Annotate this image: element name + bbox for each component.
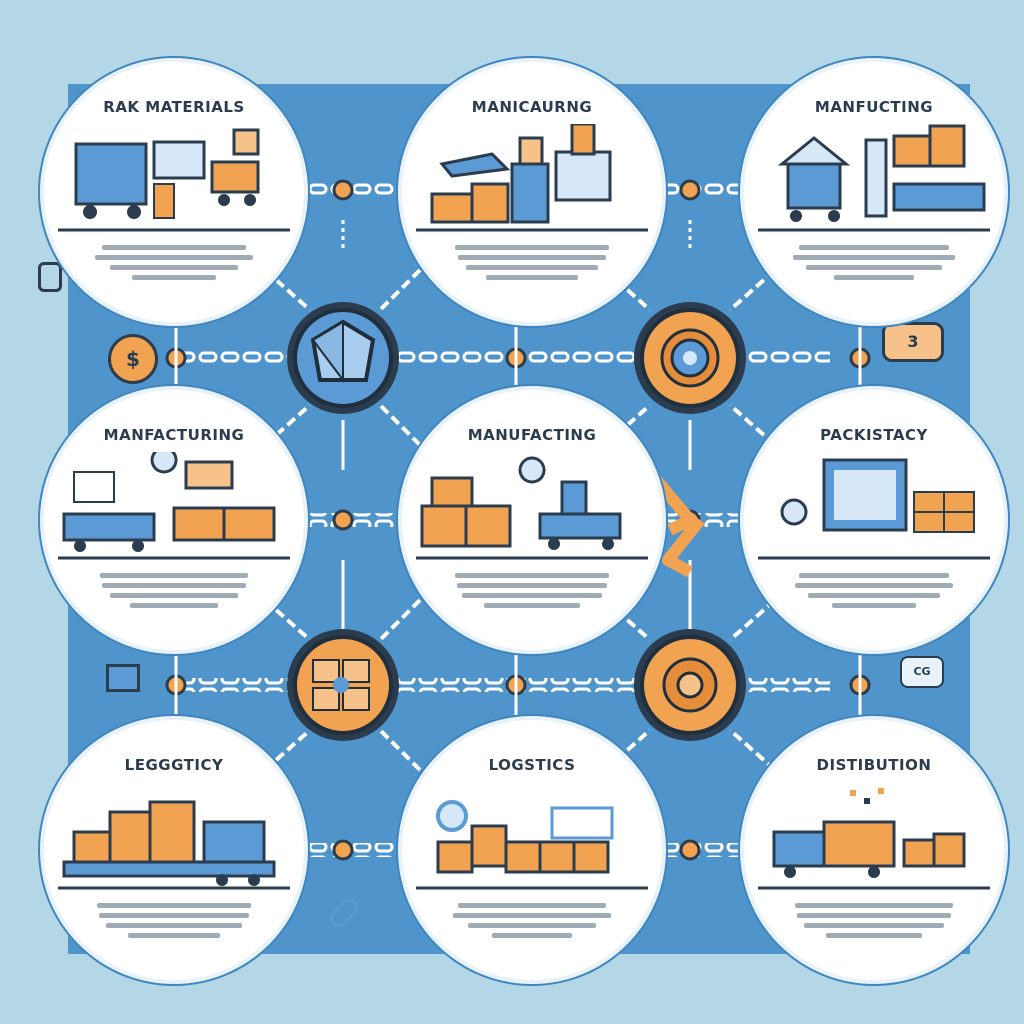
caption-line — [129, 603, 219, 608]
caption-line — [831, 603, 917, 608]
caption-line — [804, 923, 944, 928]
side-tag-icon: CG — [900, 656, 944, 688]
lock-icon — [38, 262, 62, 292]
caption-line — [462, 593, 602, 598]
stage-caption-placeholder — [82, 898, 266, 958]
stage-illustration — [758, 124, 990, 232]
caption-line — [456, 583, 608, 588]
envelope-icon — [106, 664, 140, 692]
stage-caption-placeholder — [82, 568, 266, 628]
stage-title: LEGGGTICY — [124, 756, 224, 774]
stage-caption-placeholder — [782, 568, 966, 628]
caption-line — [796, 913, 952, 918]
stage-card-distibution: DISTIBUTION — [740, 716, 1008, 984]
stage-card-raw-materials: RAK MATERIALS — [40, 58, 308, 326]
side-badge-label: 3 — [907, 332, 919, 351]
side-badge-icon: 3 — [882, 322, 944, 362]
dollar-badge-icon: $ — [108, 334, 158, 384]
stage-illustration — [58, 452, 290, 560]
stage-title: PACKISTACY — [820, 426, 928, 444]
caption-line — [109, 265, 239, 270]
caption-line — [807, 593, 941, 598]
caption-line — [102, 245, 246, 250]
caption-line — [458, 903, 606, 908]
caption-line — [794, 903, 954, 908]
dollar-badge-label: $ — [126, 347, 140, 371]
stage-illustration — [758, 788, 990, 890]
stage-illustration — [416, 800, 648, 890]
caption-line — [458, 255, 606, 260]
caption-line — [454, 573, 610, 578]
side-tag-label: CG — [913, 665, 931, 678]
caption-line — [452, 913, 612, 918]
stage-title: RAK MATERIALS — [103, 98, 245, 116]
stage-card-packistacy: PACKISTACY — [740, 386, 1008, 654]
stage-caption-placeholder — [782, 898, 966, 958]
stage-title: LOGSTICS — [488, 756, 576, 774]
caption-line — [486, 275, 578, 280]
caption-line — [467, 923, 597, 928]
caption-line — [96, 903, 252, 908]
stage-card-manufacting: MANUFACTING — [398, 386, 666, 654]
stage-title: MANFUCTING — [814, 98, 934, 116]
stage-caption-placeholder — [782, 240, 966, 300]
stage-illustration — [58, 128, 290, 232]
caption-line — [94, 255, 254, 260]
stage-card-manfucting: MANFUCTING — [740, 58, 1008, 326]
stage-title: MANICAURNG — [471, 98, 593, 116]
stage-caption-placeholder — [440, 240, 624, 300]
stage-caption-placeholder — [440, 568, 624, 628]
stage-card-leggticy: LEGGGTICY — [40, 716, 308, 984]
caption-line — [826, 933, 922, 938]
hub-gear-bottom — [634, 629, 746, 741]
caption-line — [491, 933, 573, 938]
chain-row-4 — [165, 674, 871, 696]
caption-line — [833, 275, 915, 280]
chain-diagonals — [263, 268, 777, 772]
stage-caption-placeholder — [82, 240, 266, 300]
caption-line — [484, 603, 580, 608]
broken-link — [647, 471, 705, 578]
hub-gear-top — [634, 302, 746, 414]
caption-line — [100, 573, 248, 578]
stage-title: MANUFACTING — [467, 426, 597, 444]
caption-line — [109, 593, 239, 598]
stage-card-manfacturing: MANFACTURING — [40, 386, 308, 654]
caption-line — [105, 923, 243, 928]
stage-card-manicaurng: MANICAURNG — [398, 58, 666, 326]
stage-card-logstics: LOGSTICS — [398, 716, 666, 984]
stage-illustration — [58, 800, 290, 890]
stage-title: MANFACTURING — [103, 426, 245, 444]
stage-illustration — [758, 458, 990, 560]
hub-boxes — [287, 629, 399, 741]
stage-caption-placeholder — [440, 898, 624, 958]
caption-line — [131, 275, 217, 280]
caption-line — [454, 245, 610, 250]
stage-illustration — [416, 124, 648, 232]
stage-illustration — [416, 456, 648, 560]
caption-line — [793, 255, 955, 260]
caption-line — [798, 573, 950, 578]
caption-line — [798, 245, 950, 250]
caption-line — [465, 265, 599, 270]
caption-line — [794, 583, 954, 588]
hub-crystal — [287, 302, 399, 414]
caption-line — [128, 933, 220, 938]
caption-line — [98, 913, 250, 918]
caption-line — [805, 265, 943, 270]
caption-line — [102, 583, 246, 588]
stage-title: DISTIBUTION — [816, 756, 932, 774]
chain-row-2 — [165, 347, 871, 369]
